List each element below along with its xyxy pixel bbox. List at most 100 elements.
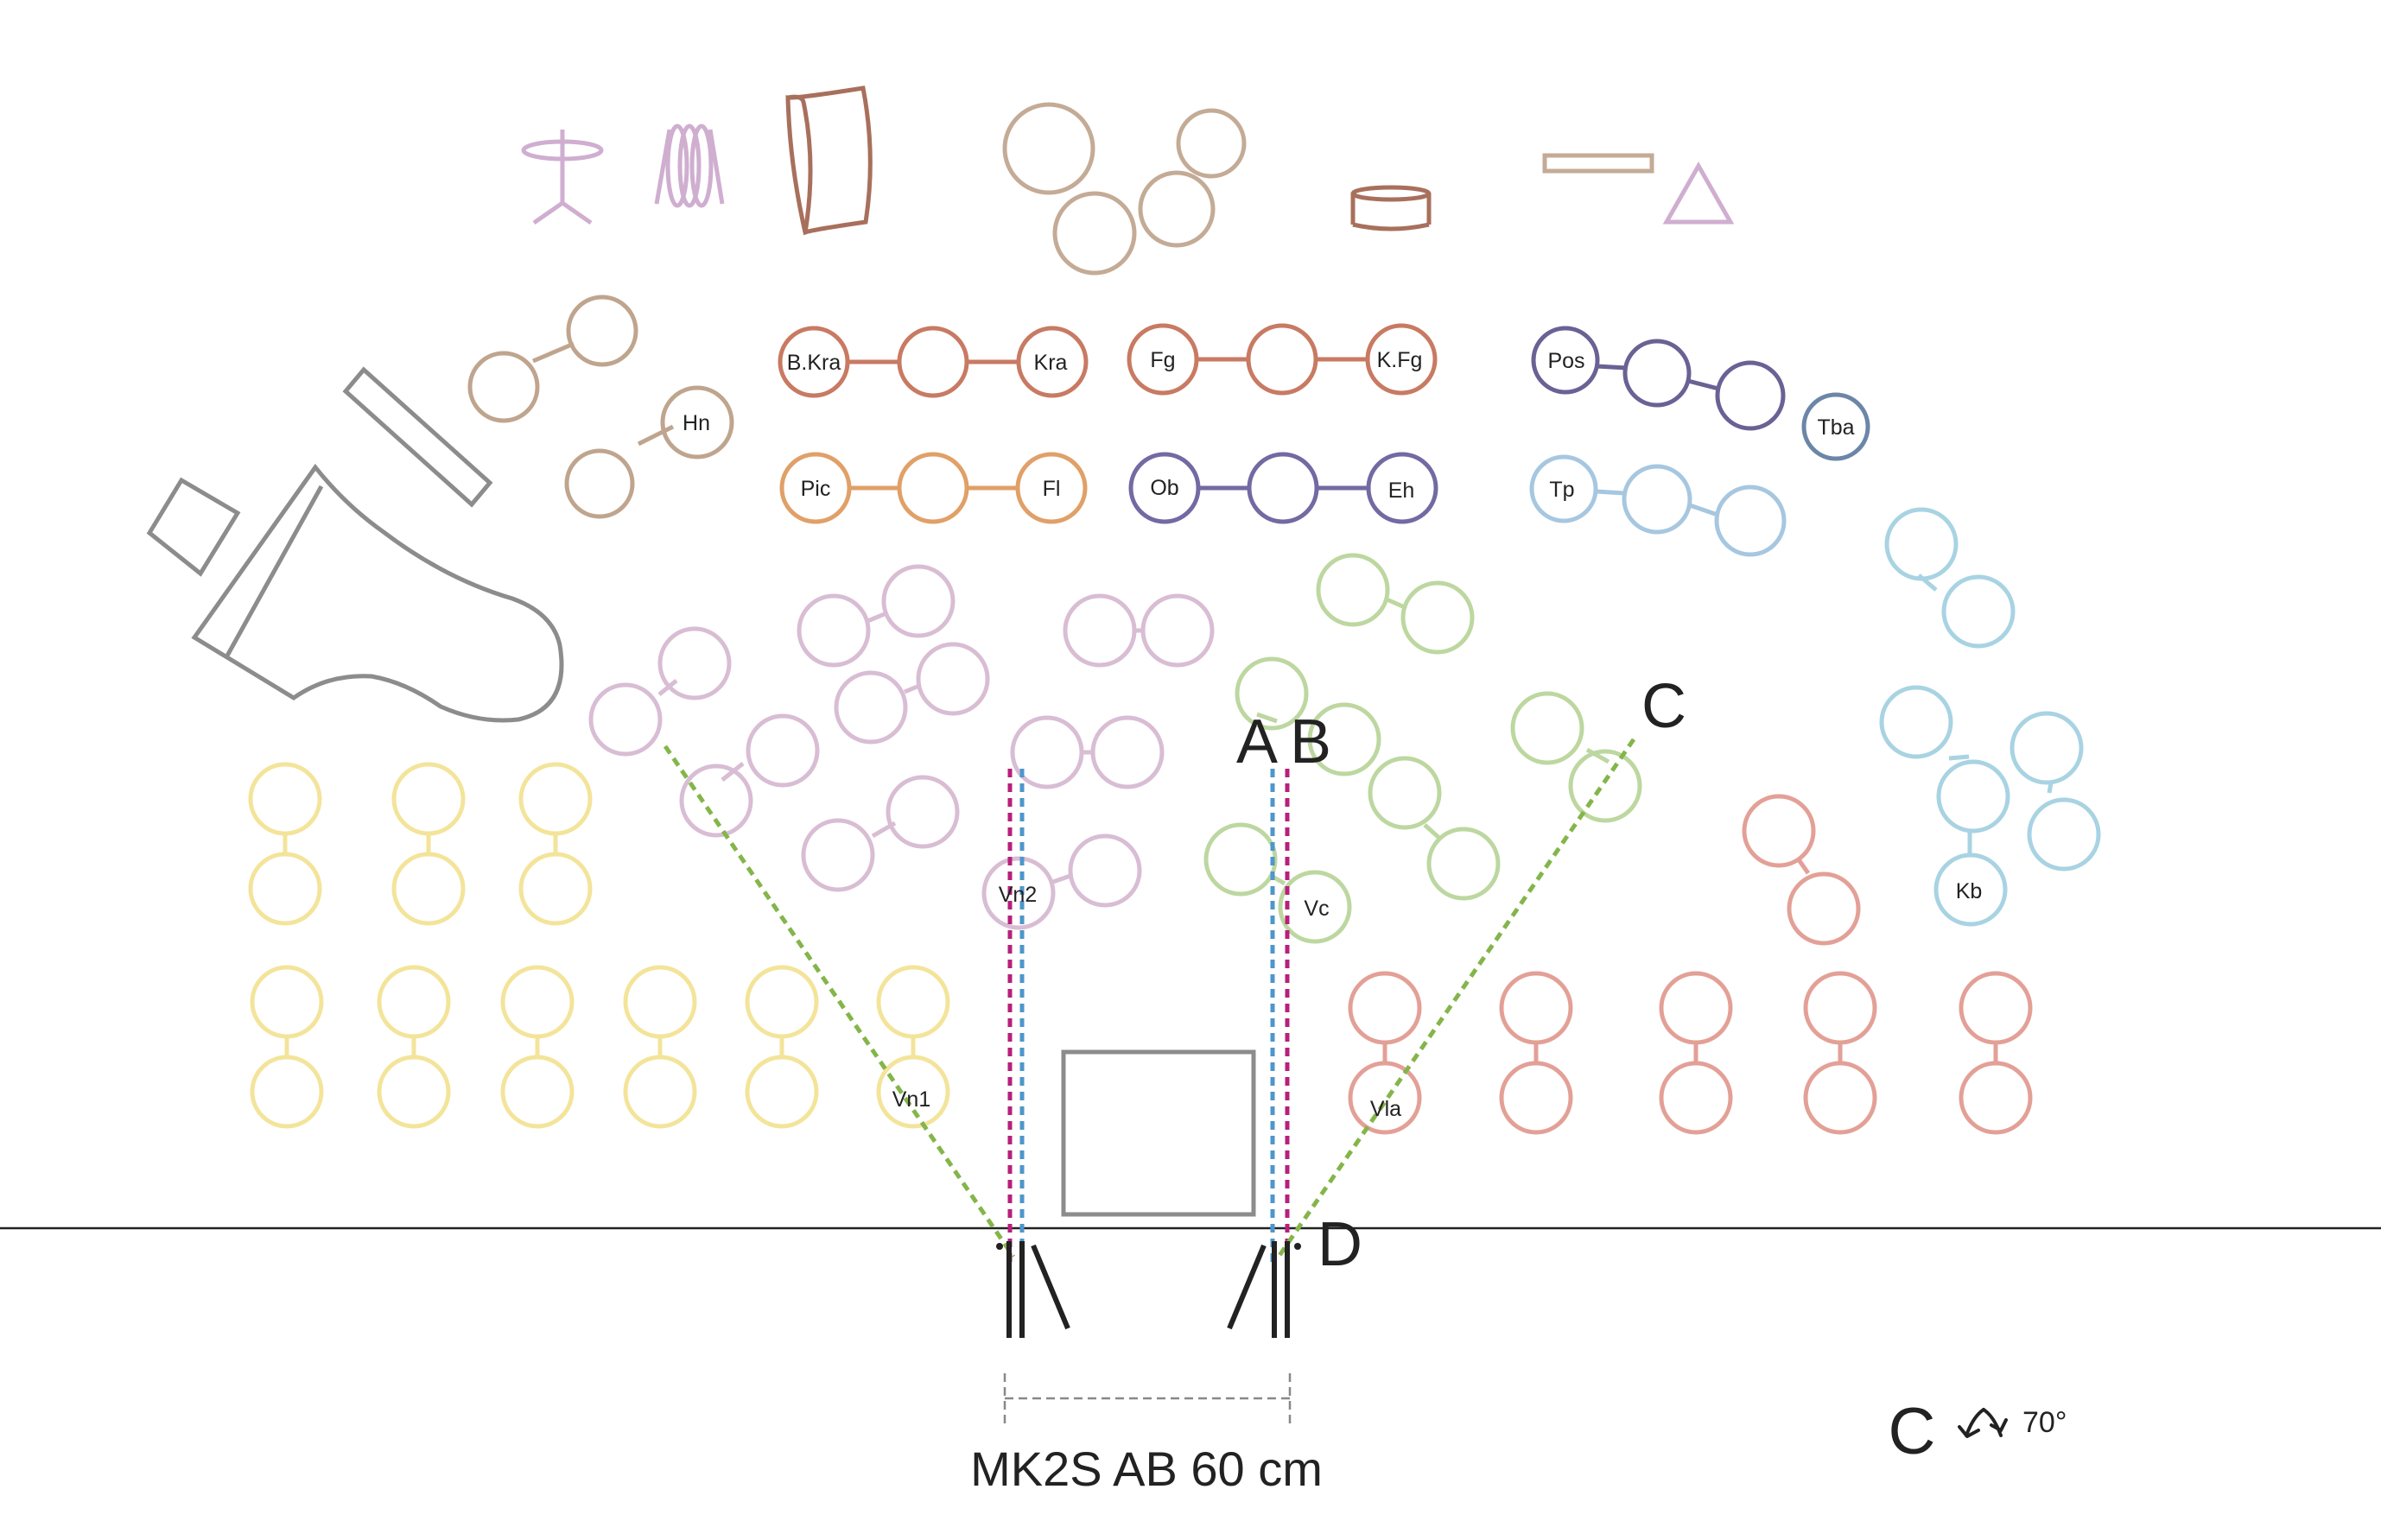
cello-seat <box>1426 827 1501 901</box>
violin1-pair <box>518 762 593 926</box>
horn-seat <box>660 385 734 459</box>
cello-section <box>1203 553 1642 944</box>
violin2-seat <box>1090 715 1165 789</box>
violin1-pair <box>876 965 950 1129</box>
mic-b-lines <box>1007 769 1290 1263</box>
trombone-seat <box>1622 339 1692 408</box>
mic-label-b: B <box>1290 707 1331 776</box>
violin2-seat <box>588 682 663 757</box>
cello-seat <box>1203 822 1278 897</box>
label-eh: Eh <box>1388 478 1415 503</box>
violin1-pair <box>391 762 466 926</box>
cello-seat <box>1235 656 1309 731</box>
horn-section <box>467 295 734 519</box>
violin1-pair <box>500 965 575 1129</box>
violin2-seat <box>1063 593 1137 668</box>
timpani-drum <box>1176 108 1247 179</box>
chimes-icon <box>654 124 725 208</box>
cello-seat <box>1400 580 1475 655</box>
bass-seat <box>2010 711 2084 785</box>
label-ob: Ob <box>1150 476 1178 500</box>
seat-pos <box>1531 326 1600 395</box>
woodblock-icon <box>1542 153 1654 174</box>
trombone-seat <box>1715 360 1786 431</box>
bass-seat <box>1936 759 2010 833</box>
viola-seat <box>1787 871 1861 946</box>
conductor-podium <box>1061 1049 1256 1217</box>
seat-fg <box>1127 323 1199 396</box>
mic-c-lines <box>663 738 1636 1258</box>
legend-angle: 70° <box>2022 1406 2067 1439</box>
bassoon-seat <box>1246 323 1318 396</box>
mic-letter-labels: A B C D <box>1236 672 1686 1279</box>
snare-drum-icon <box>1350 185 1432 231</box>
label-vla: Vla <box>1370 1097 1401 1121</box>
label-vc: Vc <box>1304 897 1329 921</box>
label-vn2: Vn2 <box>999 883 1037 907</box>
mic-a-lines <box>1019 769 1275 1263</box>
viola-pair <box>1348 971 1422 1135</box>
mic-label-a: A <box>1236 707 1278 776</box>
microphone-left-icon <box>996 1241 1070 1338</box>
violin1-pair <box>745 965 819 1129</box>
violin2-seat <box>801 818 875 892</box>
flute-section <box>779 452 1088 524</box>
seat-vn1 <box>876 1055 950 1129</box>
violin2-seat <box>1140 593 1215 668</box>
label-pos: Pos <box>1547 349 1584 373</box>
violin2-seat <box>746 713 820 788</box>
cello-seat <box>1368 756 1442 830</box>
viola-pair <box>1959 971 2033 1135</box>
violin2-seat <box>679 764 753 838</box>
rotation-arrow-icon <box>1958 1408 2008 1438</box>
seat-bkra <box>778 326 850 398</box>
bass-seat <box>2027 797 2101 871</box>
cello-seat <box>1510 691 1584 765</box>
label-bkra: B.Kra <box>787 351 841 375</box>
bass-seat <box>1941 574 2016 649</box>
viola-seat <box>1742 794 1816 868</box>
mic-spacing-dimension <box>1003 1373 1292 1423</box>
label-tp: Tp <box>1549 478 1574 502</box>
trumpet-seat <box>1714 485 1787 557</box>
triangle-icon <box>1662 161 1735 225</box>
seat-fl <box>1015 452 1088 524</box>
trumpet-seat <box>1622 464 1692 535</box>
clarinet-seat <box>897 326 969 398</box>
violin2-seat <box>657 626 732 700</box>
trombone-section <box>1531 326 1786 431</box>
oboe-section <box>1128 452 1438 524</box>
label-fg: Fg <box>1150 348 1175 372</box>
seat-tp <box>1529 454 1598 523</box>
violin2-seat <box>916 642 990 716</box>
seat-tba <box>1801 392 1870 461</box>
violin2-seat <box>834 670 908 745</box>
violin1-section <box>248 762 950 1129</box>
viola-pair <box>1803 971 1877 1135</box>
violin1-pair <box>250 965 324 1129</box>
legend-letter: C <box>1889 1395 1936 1468</box>
viola-section <box>1348 794 2033 1135</box>
violin1-pair <box>248 762 322 926</box>
violin2-section <box>588 564 1215 930</box>
timpani-drum <box>1138 170 1216 248</box>
violin1-pair <box>377 965 451 1129</box>
label-kfg: K.Fg <box>1377 348 1423 372</box>
violin1-pair <box>623 965 697 1129</box>
viola-pair <box>1499 971 1573 1135</box>
timpani-drum <box>1052 191 1137 276</box>
mic-label-c: C <box>1641 672 1686 741</box>
seat-kfg <box>1365 323 1438 396</box>
violin2-seat <box>1010 715 1084 789</box>
violin2-seat <box>881 564 956 638</box>
label-tba: Tba <box>1817 415 1854 440</box>
microphone-right-icon <box>1227 1241 1301 1338</box>
seat-labels: B.Kra Kra Fg K.Fg Pos Tba Hn Pic Fl Ob E… <box>683 348 1982 1121</box>
seat-kra <box>1016 326 1089 398</box>
seat-vc <box>1278 870 1352 944</box>
cello-seat <box>1568 749 1642 823</box>
label-hn: Hn <box>683 411 710 435</box>
horn-seat <box>564 448 635 519</box>
seat-vn2 <box>981 856 1056 930</box>
